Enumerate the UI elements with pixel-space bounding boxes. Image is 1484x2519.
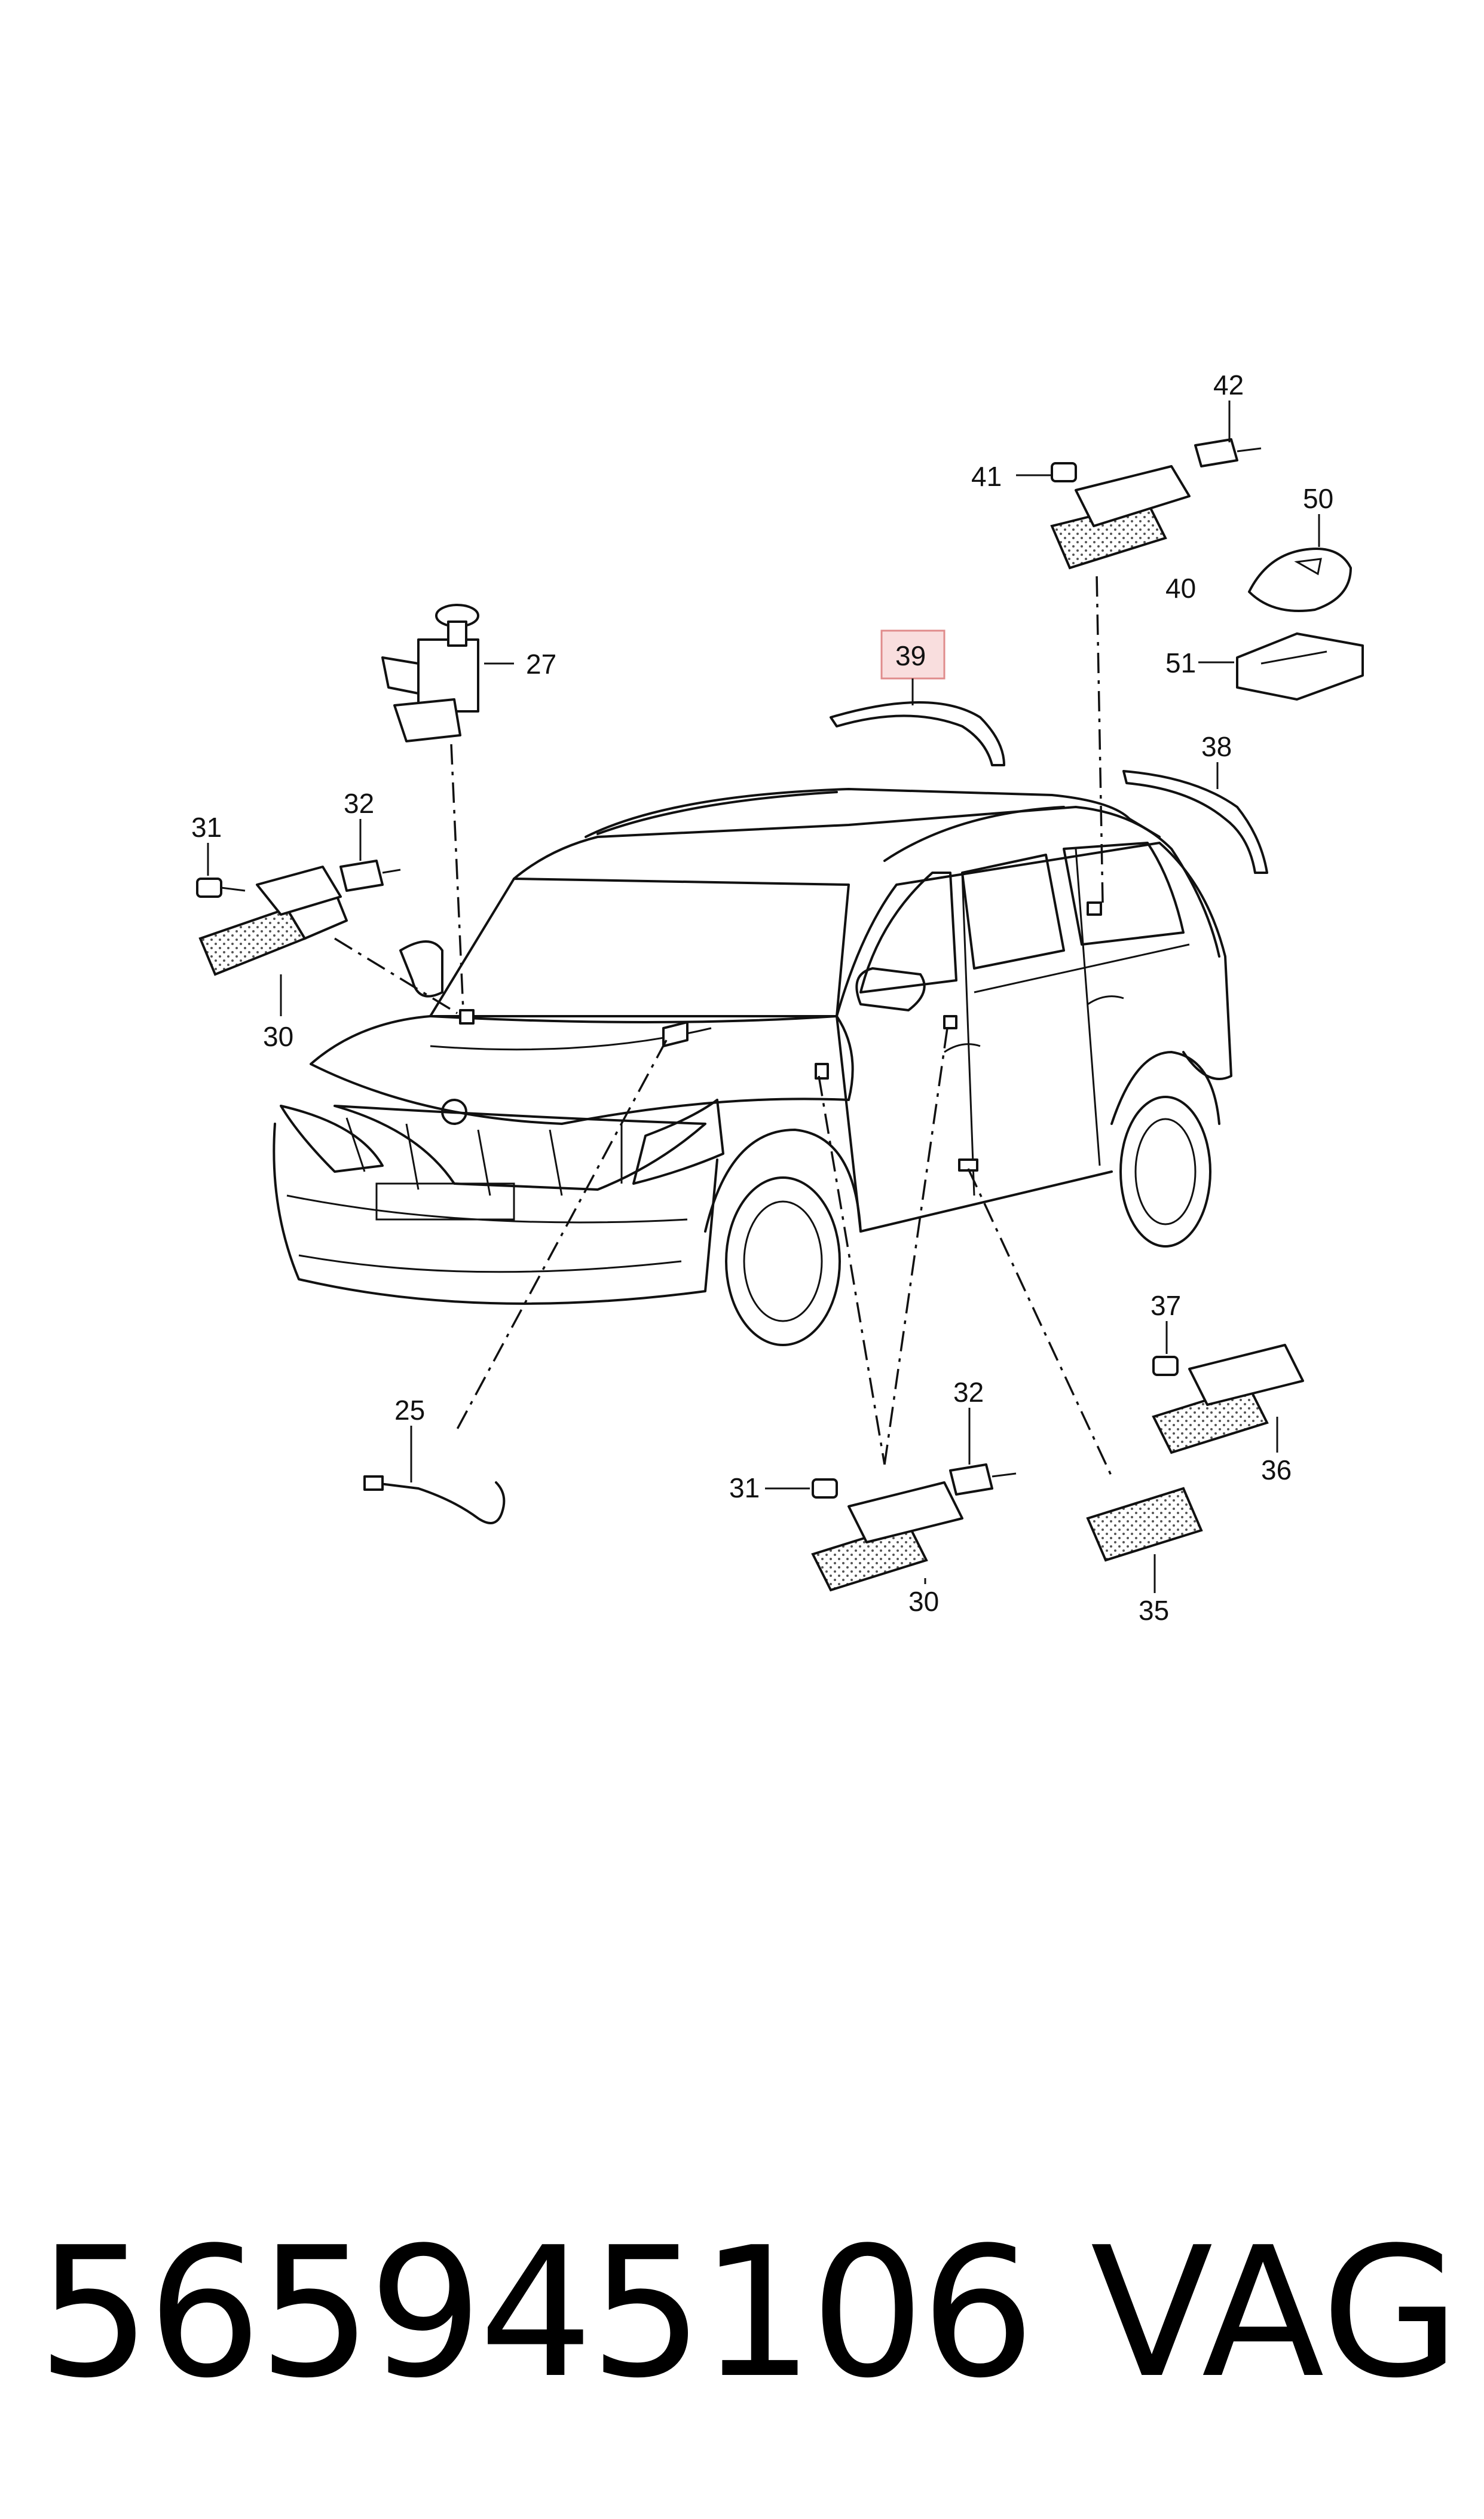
part-37-bulb — [1152, 1356, 1179, 1376]
part-35-lamp-lens — [1086, 1487, 1203, 1562]
part-30-entry-lamp-lower — [811, 1481, 963, 1592]
part-32-connector-lower — [949, 1463, 1017, 1496]
callout-39: 39 — [895, 640, 926, 671]
part-39-trim-strip — [830, 701, 1005, 766]
callout-51: 51 — [1165, 647, 1196, 678]
callout-38: 38 — [1201, 731, 1232, 762]
part-41-bulb — [1051, 462, 1077, 482]
callout-39-highlight — [880, 629, 946, 680]
callout-30-lower: 30 — [908, 1586, 939, 1617]
callout-40: 40 — [1165, 573, 1196, 604]
callout-36: 36 — [1261, 1454, 1292, 1485]
callout-50: 50 — [1303, 483, 1333, 514]
part-51-holder — [1236, 632, 1364, 701]
part-31-bulb-lower — [812, 1478, 838, 1499]
parts-diagram: 27 31 32 30 39 38 42 41 40 50 51 25 32 3… — [191, 369, 1364, 1626]
callout-37: 37 — [1151, 1290, 1181, 1321]
part-38-trim-strip — [1122, 770, 1268, 874]
manufacturer-name: VAG — [1090, 2209, 1460, 2417]
leader-lines — [334, 573, 1113, 1477]
part-info-footer: 565945106 VAG — [0, 2188, 1484, 2451]
part-40-interior-lamp — [1050, 465, 1191, 570]
callout-25: 25 — [394, 1395, 425, 1426]
part-32-connector-left — [339, 860, 401, 892]
callout-32-left: 32 — [344, 788, 374, 819]
part-30-entry-lamp-left — [198, 866, 348, 976]
callout-31-lower: 31 — [729, 1472, 760, 1503]
part-42-connector — [1194, 438, 1262, 467]
callout-35: 35 — [1139, 1595, 1169, 1626]
part-27-hood-contact-switch — [381, 604, 479, 742]
part-number: 565945106 — [37, 2209, 1035, 2417]
callout-31-left: 31 — [191, 812, 222, 843]
callout-42: 42 — [1213, 369, 1244, 401]
part-31-bulb-left — [196, 878, 246, 898]
callout-30-left: 30 — [263, 1021, 293, 1052]
part-36-lamp — [1152, 1344, 1304, 1454]
callout-41: 41 — [971, 461, 1002, 492]
callouts: 27 31 32 30 39 38 42 41 40 50 51 25 32 3… — [191, 369, 1333, 1626]
vehicle-outline — [273, 788, 1232, 1346]
part-25-cable — [363, 1475, 506, 1524]
callout-27: 27 — [526, 649, 556, 680]
part-50-key — [1248, 548, 1352, 612]
callout-32-lower: 32 — [953, 1377, 984, 1408]
